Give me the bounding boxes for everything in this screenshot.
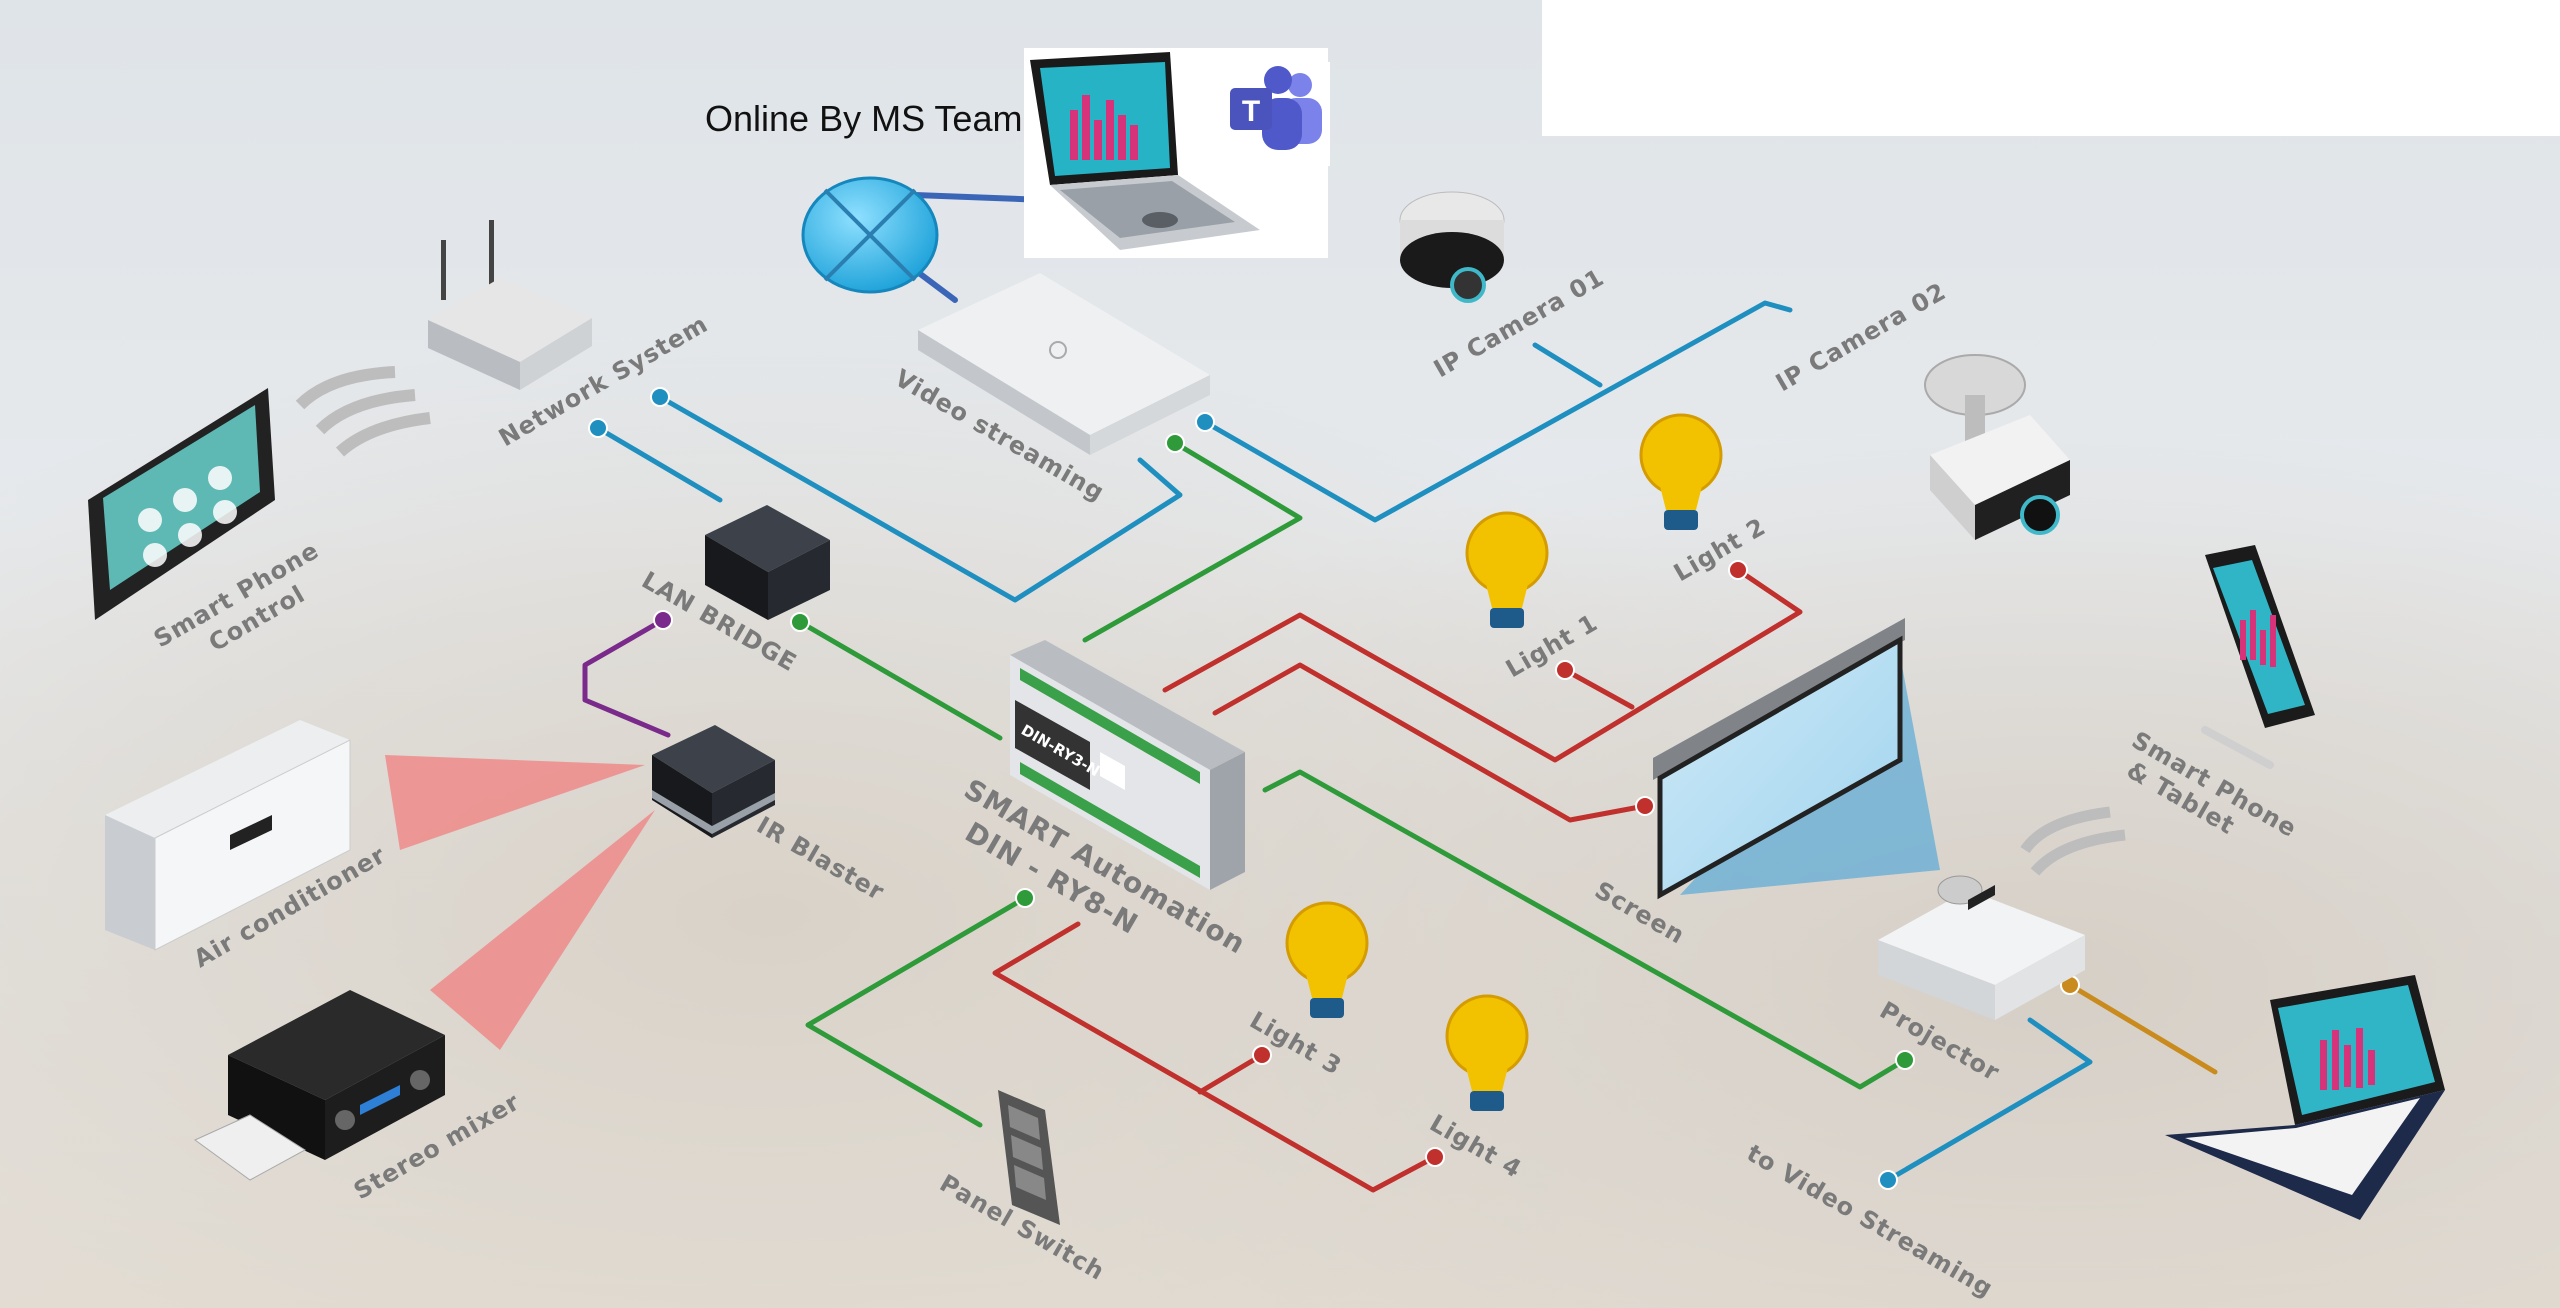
blue-line-network-video xyxy=(657,394,1183,603)
smart-automation-controller: DIN-RY3-N xyxy=(1010,640,1245,890)
dot xyxy=(790,612,810,632)
label-light-4: Light 4 xyxy=(1425,1109,1527,1184)
dot xyxy=(653,610,673,630)
green-line-lan-bridge xyxy=(797,619,1003,741)
dot xyxy=(1635,796,1655,816)
lan-bridge-icon xyxy=(705,505,830,620)
ir-blaster-icon xyxy=(652,725,775,838)
blue-line-video-cameras xyxy=(1202,300,1793,523)
blue-line-camera01 xyxy=(1532,342,1603,388)
ir-beam-upper xyxy=(385,755,645,850)
globe-connector-2 xyxy=(912,267,958,303)
label-to-video-streaming: to Video Streaming xyxy=(1742,1139,1998,1303)
stereo-mixer-icon xyxy=(194,990,445,1181)
globe-connector xyxy=(912,192,1048,203)
projector-icon xyxy=(1878,806,2126,1020)
dot xyxy=(650,387,670,407)
dot xyxy=(1425,1147,1445,1167)
ip-camera-02-icon xyxy=(1924,354,2070,540)
red-line-lights-1-2 xyxy=(1162,567,1803,763)
dot xyxy=(588,418,608,438)
dot xyxy=(1165,433,1185,453)
light-2-icon xyxy=(1639,413,1723,530)
ms-teams-icon: T xyxy=(1218,62,1330,166)
green-line-video xyxy=(1082,440,1303,643)
label-ip-camera-02: IP Camera 02 xyxy=(1771,277,1951,397)
projector-screen-icon xyxy=(1653,618,1905,900)
dot xyxy=(1878,1170,1898,1190)
red-line-lights-3-4 xyxy=(992,921,1438,1193)
smart-phone-tablet-icon xyxy=(2201,545,2315,769)
dot xyxy=(1895,1050,1915,1070)
router-icon xyxy=(295,220,592,457)
dot xyxy=(1728,560,1748,580)
red-line-screen xyxy=(1212,662,1648,823)
green-line-panel-switch xyxy=(805,895,1028,1128)
ip-camera-01-icon xyxy=(1399,191,1505,303)
label-ir-blaster: IR Blaster xyxy=(752,811,889,906)
panel-switch-icon xyxy=(998,1090,1060,1225)
blue-line-network xyxy=(595,425,723,503)
dot xyxy=(1195,412,1215,432)
white-panel xyxy=(1542,0,2560,136)
online-ms-team-label: Online By MS Team xyxy=(705,98,1023,139)
smart-phone-control-tablet xyxy=(88,388,275,620)
green-line-projector xyxy=(1262,769,1908,1090)
light-1-icon xyxy=(1465,511,1549,628)
dot xyxy=(1252,1045,1272,1065)
red-line-light-3 xyxy=(1197,1052,1265,1095)
internet-globe-icon xyxy=(801,176,939,294)
video-streaming-box xyxy=(918,273,1210,455)
laptop-icon xyxy=(2165,975,2445,1220)
purple-line-ir xyxy=(582,617,671,738)
ir-beam-lower xyxy=(430,810,655,1050)
red-line-light-1 xyxy=(1562,667,1635,710)
teams-letter: T xyxy=(1242,95,1260,128)
light-3-icon xyxy=(1285,901,1369,1018)
blue-line-to-video-streaming xyxy=(1885,1017,2093,1183)
dot xyxy=(1015,888,1035,908)
dot xyxy=(1555,660,1575,680)
light-4-icon xyxy=(1445,994,1529,1111)
orange-line-laptop xyxy=(2067,982,2218,1075)
air-conditioner-icon xyxy=(105,720,351,951)
